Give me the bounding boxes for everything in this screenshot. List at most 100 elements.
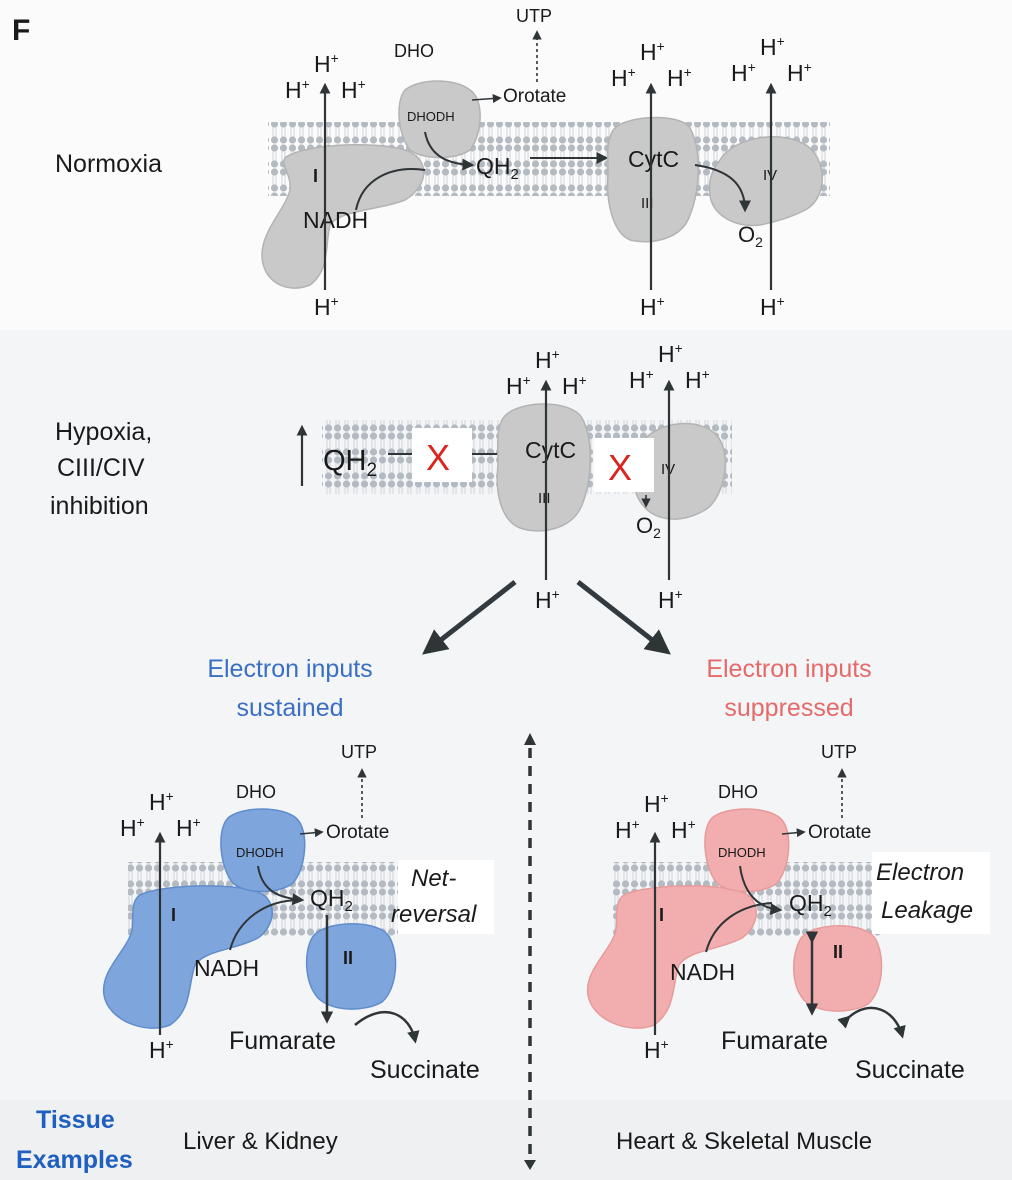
qh2-right: QH2 [789,890,832,920]
ci-left-proton-right: H+ [176,815,201,841]
proton-labels-normoxia: H+H+H+H+H+H+H+H+H+H+H+H+ [285,34,812,320]
fumarate-left: Fumarate [229,1027,336,1055]
cytc-hypoxia: CytC [525,437,576,463]
dhodh-label-normoxia: DHODH [407,109,455,124]
hypoxia-label-3: inhibition [50,492,149,520]
complex-i-normoxia [261,143,425,289]
fumarate-right: Fumarate [721,1027,828,1055]
qh2-normoxia: QH2 [476,153,519,183]
dhodh-left [220,808,306,893]
fumarate-succinate-bidirectional-right [837,1006,906,1039]
dhodh-to-qh2-normoxia [424,131,475,171]
suppressed-label-1: Electron inputs [706,655,871,683]
ci-left-proton-top: H+ [149,789,174,815]
ciii-normoxia-proton-left: H+ [611,65,636,91]
complex-ii-right [793,925,883,1012]
ciii-normoxia-proton-top: H+ [640,39,665,65]
ciii-hypoxia-proton-top: H+ [535,347,560,373]
cytc-normoxia: CytC [628,146,679,172]
ci-left-proton-bottom: H+ [149,1037,174,1063]
complex-ii-label-left: II [343,948,353,968]
complex-iii-normoxia [606,116,699,243]
dhodh-label-left: DHODH [236,845,284,860]
nadh-left: NADH [194,955,259,981]
tissue-title-2: Examples [16,1146,133,1174]
complex-i-label-left: I [171,905,176,925]
net-reversal-box [398,860,494,934]
complex-iv-normoxia [708,136,823,227]
proton-labels-hypoxia: H+H+H+H+H+H+H+H+ [506,341,710,613]
dhodh-normoxia [398,80,481,159]
dho-left: DHO [236,782,276,802]
nadh-arc-left [229,899,301,951]
block-mark-2: X [608,447,632,488]
suppressed-label-2: suppressed [724,694,853,722]
leakage-box [872,852,990,934]
civ-hypoxia-proton-bottom: H+ [658,587,683,613]
civ-hypoxia-proton-top: H+ [658,341,683,367]
ciii-hypoxia-proton-bottom: H+ [535,587,560,613]
leakage-label-1: Electron [876,859,964,886]
civ-normoxia-proton-left: H+ [731,60,756,86]
utp-left: UTP [341,742,377,762]
ci-normoxia-proton-top: H+ [314,51,339,77]
succinate-right: Succinate [855,1056,965,1084]
cytc-to-o2-normoxia [694,164,751,213]
dhodh-to-orotate-left [299,828,324,838]
civ-normoxia-proton-right: H+ [787,60,812,86]
sustained-label-2: sustained [236,694,343,722]
civ-hypoxia-proton-right: H+ [685,367,710,393]
ciii-hypoxia-proton-right: H+ [562,373,587,399]
branch-arrow-suppressed [576,580,671,655]
qh2-hypoxia: QH2 [323,445,377,481]
dhodh-to-qh2-right [739,865,783,916]
dhodh-right [704,808,790,893]
ci-normoxia-proton-right: H+ [341,77,366,103]
dho-right: DHO [718,782,758,802]
ci-right-proton-top: H+ [644,791,669,817]
net-reversal-label-1: Net- [411,865,456,892]
ci-left-proton-left: H+ [120,815,145,841]
nadh-arc-right [705,902,773,953]
divider-top-head [524,733,536,745]
ciii-hypoxia-proton-left: H+ [506,373,531,399]
left-tissue-label: Liver & Kidney [183,1128,338,1155]
dhodh-label-right: DHODH [718,845,766,860]
civ-normoxia-proton-top: H+ [760,34,785,60]
ci-normoxia-proton-bottom: H+ [314,294,339,320]
orotate-normoxia: Orotate [503,86,566,107]
proton-labels-right: H+H+H+H+ [615,791,696,1063]
block-mark-1: X [426,437,450,478]
sustained-label-1: Electron inputs [207,655,372,683]
qh2-left: QH2 [310,885,353,915]
fumarate-to-succinate-left [354,1011,420,1044]
dhodh-to-orotate-right [781,828,806,838]
proton-labels-left: H+H+H+H+ [120,789,201,1063]
dho-normoxia: DHO [394,41,434,61]
block-box-2 [594,438,654,492]
civ-normoxia-proton-bottom: H+ [760,294,785,320]
panel-letter: F [12,14,30,47]
complex-ii-label-right: II [833,942,843,962]
nadh-normoxia: NADH [303,207,368,233]
ciii-normoxia-proton-right: H+ [667,65,692,91]
ciii-normoxia-proton-bottom: H+ [640,294,665,320]
nadh-right: NADH [670,959,735,985]
orotate-right: Orotate [808,822,871,843]
ci-right-proton-bottom: H+ [644,1037,669,1063]
tissue-title-1: Tissue [36,1106,115,1134]
complex-i-label-normoxia: I [313,166,318,186]
right-tissue-label: Heart & Skeletal Muscle [616,1128,872,1155]
complex-ii-left [305,923,397,1010]
nadh-arc-normoxia [355,168,426,211]
o2-hypoxia: O2 [636,513,661,541]
net-reversal-label-2: reversal [391,901,477,928]
leakage-label-2: Leakage [881,897,973,924]
utp-right: UTP [821,742,857,762]
hypoxia-label-2: CIII/CIV [57,454,145,482]
complex-i-label-right: I [659,905,664,925]
ci-normoxia-proton-left: H+ [285,77,310,103]
block-box-1 [412,428,472,482]
o2-normoxia: O2 [738,222,763,250]
